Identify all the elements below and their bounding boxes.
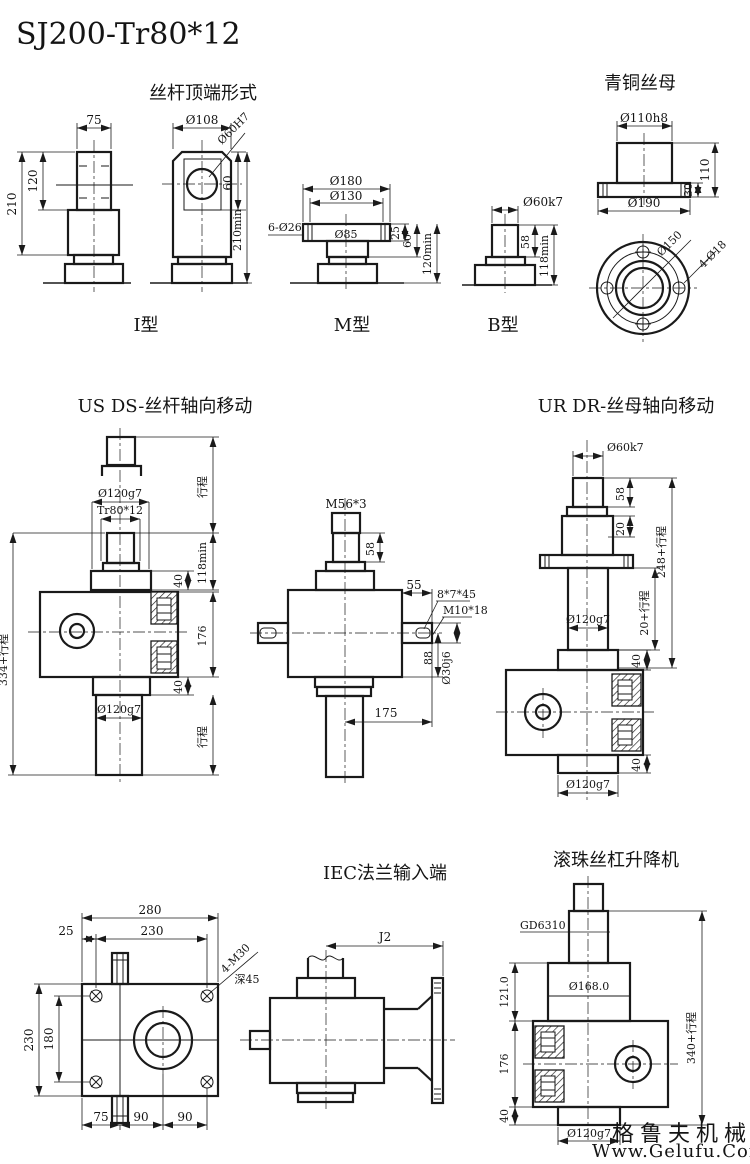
dim-ball-bottom-diameter: Ø120g7 <box>567 1127 611 1140</box>
watermark: 格鲁夫机械 Www.Gelufu.Com <box>592 1122 750 1162</box>
dim-plan-280: 280 <box>139 903 162 917</box>
dim-urdr-total: 248+行程 <box>655 526 668 578</box>
dim-plan-180: 180 <box>42 1028 56 1051</box>
dim-plan-depth: 深45 <box>235 973 260 986</box>
dim-urdr-top-diameter: Ø60k7 <box>607 441 644 454</box>
dim-usds-collar-40: 40 <box>172 680 185 694</box>
dim-b-118min: 118min <box>538 235 551 277</box>
section-header-iec: IEC法兰输入端 <box>323 863 447 884</box>
dim-ball-121: 121.0 <box>498 976 511 1008</box>
view-iec-flange: IEC法兰输入端 J2 <box>240 863 455 1112</box>
view-ball-screw-jack: 滚珠丝杠升降机 GD6310 Ø168.0 121.0 176 40 340+行… <box>498 850 707 1145</box>
dim-front-thread-top: M56*3 <box>325 497 366 511</box>
label-type-b: B型 <box>487 315 518 336</box>
dim-usds-118min: 118min <box>196 542 209 584</box>
watermark-brand: 格鲁夫机械 <box>612 1122 750 1147</box>
dim-usds-stroke-top: 行程 <box>196 476 209 498</box>
dim-front-58: 58 <box>364 542 377 556</box>
view-gearbox-front: M56*3 58 55 8*7*45 M10*18 88 Ø30j6 175 <box>250 497 488 786</box>
section-header-bronze-nut: 青铜丝母 <box>604 73 676 94</box>
page-title: SJ200-Tr80*12 <box>16 17 241 52</box>
view-bronze-nut-front: Ø110h8 110 30 Ø190 <box>596 111 719 215</box>
dim-nut-flange-thickness: 30 <box>682 183 695 197</box>
dim-nut-height: 110 <box>698 159 712 182</box>
view-ur-dr: UR DR-丝母轴向移动 Ø60k7 58 20 248+行程 20+行程 Ø1… <box>496 396 714 800</box>
label-type-i: I型 <box>133 315 158 336</box>
dim-urdr-40-bottom: 40 <box>630 758 643 772</box>
dim-usds-screw-diameter: Ø120g7 <box>98 487 142 500</box>
dim-i-thread-length: 120 <box>26 170 40 193</box>
dim-nut-body-diameter: Ø110h8 <box>620 111 668 125</box>
dim-i-width: 75 <box>86 113 101 127</box>
view-type-m: Ø180 Ø130 6-Ø26 Ø85 25 60 120min M型 <box>268 174 441 336</box>
view-type-i-front: 75 120 210 <box>5 113 133 292</box>
dim-nut-holes: 4-Ø18 <box>696 238 729 271</box>
dim-m-60: 60 <box>401 234 414 248</box>
dim-urdr-20: 20 <box>614 522 627 536</box>
dim-nut-bolt-circle: Ø150 <box>654 228 684 258</box>
section-header-ball-screw: 滚珠丝杠升降机 <box>553 850 679 871</box>
dim-plan-25: 25 <box>58 924 73 938</box>
dim-i-top-diameter: Ø108 <box>186 113 219 127</box>
dim-plan-230-left: 230 <box>22 1029 36 1052</box>
dim-plan-90b: 90 <box>177 1110 192 1124</box>
dim-urdr-bottom-diameter: Ø120g7 <box>566 778 610 791</box>
view-type-i-side: Ø108 Ø60H7 60 210min I型 <box>133 110 252 336</box>
dim-front-shaft-diameter: Ø30j6 <box>440 651 453 684</box>
dim-ball-total: 340+行程 <box>685 1012 698 1064</box>
dim-i-head-height: 210 <box>5 193 19 216</box>
dim-urdr-stroke: 20+行程 <box>638 590 651 635</box>
dim-m-outer-diameter: Ø180 <box>330 174 363 188</box>
dim-front-55: 55 <box>406 578 421 592</box>
dim-plan-75: 75 <box>93 1110 108 1124</box>
dim-m-120min: 120min <box>421 233 434 275</box>
dim-front-tap: M10*18 <box>443 604 488 617</box>
dim-urdr-58: 58 <box>614 487 627 501</box>
dim-m-bolt-circle: Ø130 <box>330 189 363 203</box>
dim-i-hole-depth: 60 <box>221 175 235 190</box>
dim-m-neck-diameter: Ø85 <box>334 228 357 241</box>
dim-urdr-screw-diameter: Ø120g7 <box>566 613 610 626</box>
dim-i-210min: 210min <box>231 209 244 251</box>
dim-ball-housing-diameter: Ø168.0 <box>569 980 610 993</box>
dim-ball-40: 40 <box>498 1109 511 1123</box>
view-us-ds: US DS-丝杆轴向移动 Ø120g7 Tr80*12 行程 118min 40… <box>0 396 252 784</box>
view-bronze-nut-circular: Ø150 4-Ø18 <box>589 228 729 342</box>
dim-plan-230-top: 230 <box>141 924 164 938</box>
dim-nut-flange-diameter: Ø190 <box>628 196 661 210</box>
dim-usds-thread: Tr80*12 <box>97 504 143 517</box>
dim-ball-176: 176 <box>498 1054 511 1075</box>
dim-m-25: 25 <box>389 226 402 240</box>
label-type-m: M型 <box>334 315 370 336</box>
dim-b-58: 58 <box>519 235 532 249</box>
section-header-ur-dr: UR DR-丝母轴向移动 <box>538 396 715 417</box>
view-base-plan: 280 230 25 4-M30 深45 230 180 75 90 90 <box>22 903 260 1130</box>
dim-i-hole-diameter: Ø60H7 <box>215 110 252 147</box>
watermark-url: Www.Gelufu.Com <box>592 1141 750 1160</box>
dim-m-holes: 6-Ø26 <box>268 221 302 234</box>
dim-front-88: 88 <box>422 651 435 665</box>
dim-urdr-40-top: 40 <box>630 654 643 668</box>
dim-plan-90a: 90 <box>133 1110 148 1124</box>
section-header-top-end: 丝杆顶端形式 <box>149 83 257 104</box>
dim-iec-j2: J2 <box>377 930 391 944</box>
dim-b-diameter: Ø60k7 <box>523 195 563 209</box>
dim-usds-flange-40: 40 <box>172 574 185 588</box>
dim-usds-total: 334+行程 <box>0 634 10 686</box>
dim-usds-stroke-bottom: 行程 <box>196 726 209 748</box>
dim-ball-nut-model: GD6310 <box>520 919 566 932</box>
view-type-b: Ø60k7 58 118min B型 <box>462 195 563 336</box>
dim-front-175: 175 <box>375 706 398 720</box>
dim-usds-box-176: 176 <box>196 626 209 647</box>
section-header-us-ds: US DS-丝杆轴向移动 <box>78 396 253 417</box>
dim-front-key: 8*7*45 <box>437 588 476 601</box>
dim-usds-tube-diameter: Ø120g7 <box>97 703 141 716</box>
